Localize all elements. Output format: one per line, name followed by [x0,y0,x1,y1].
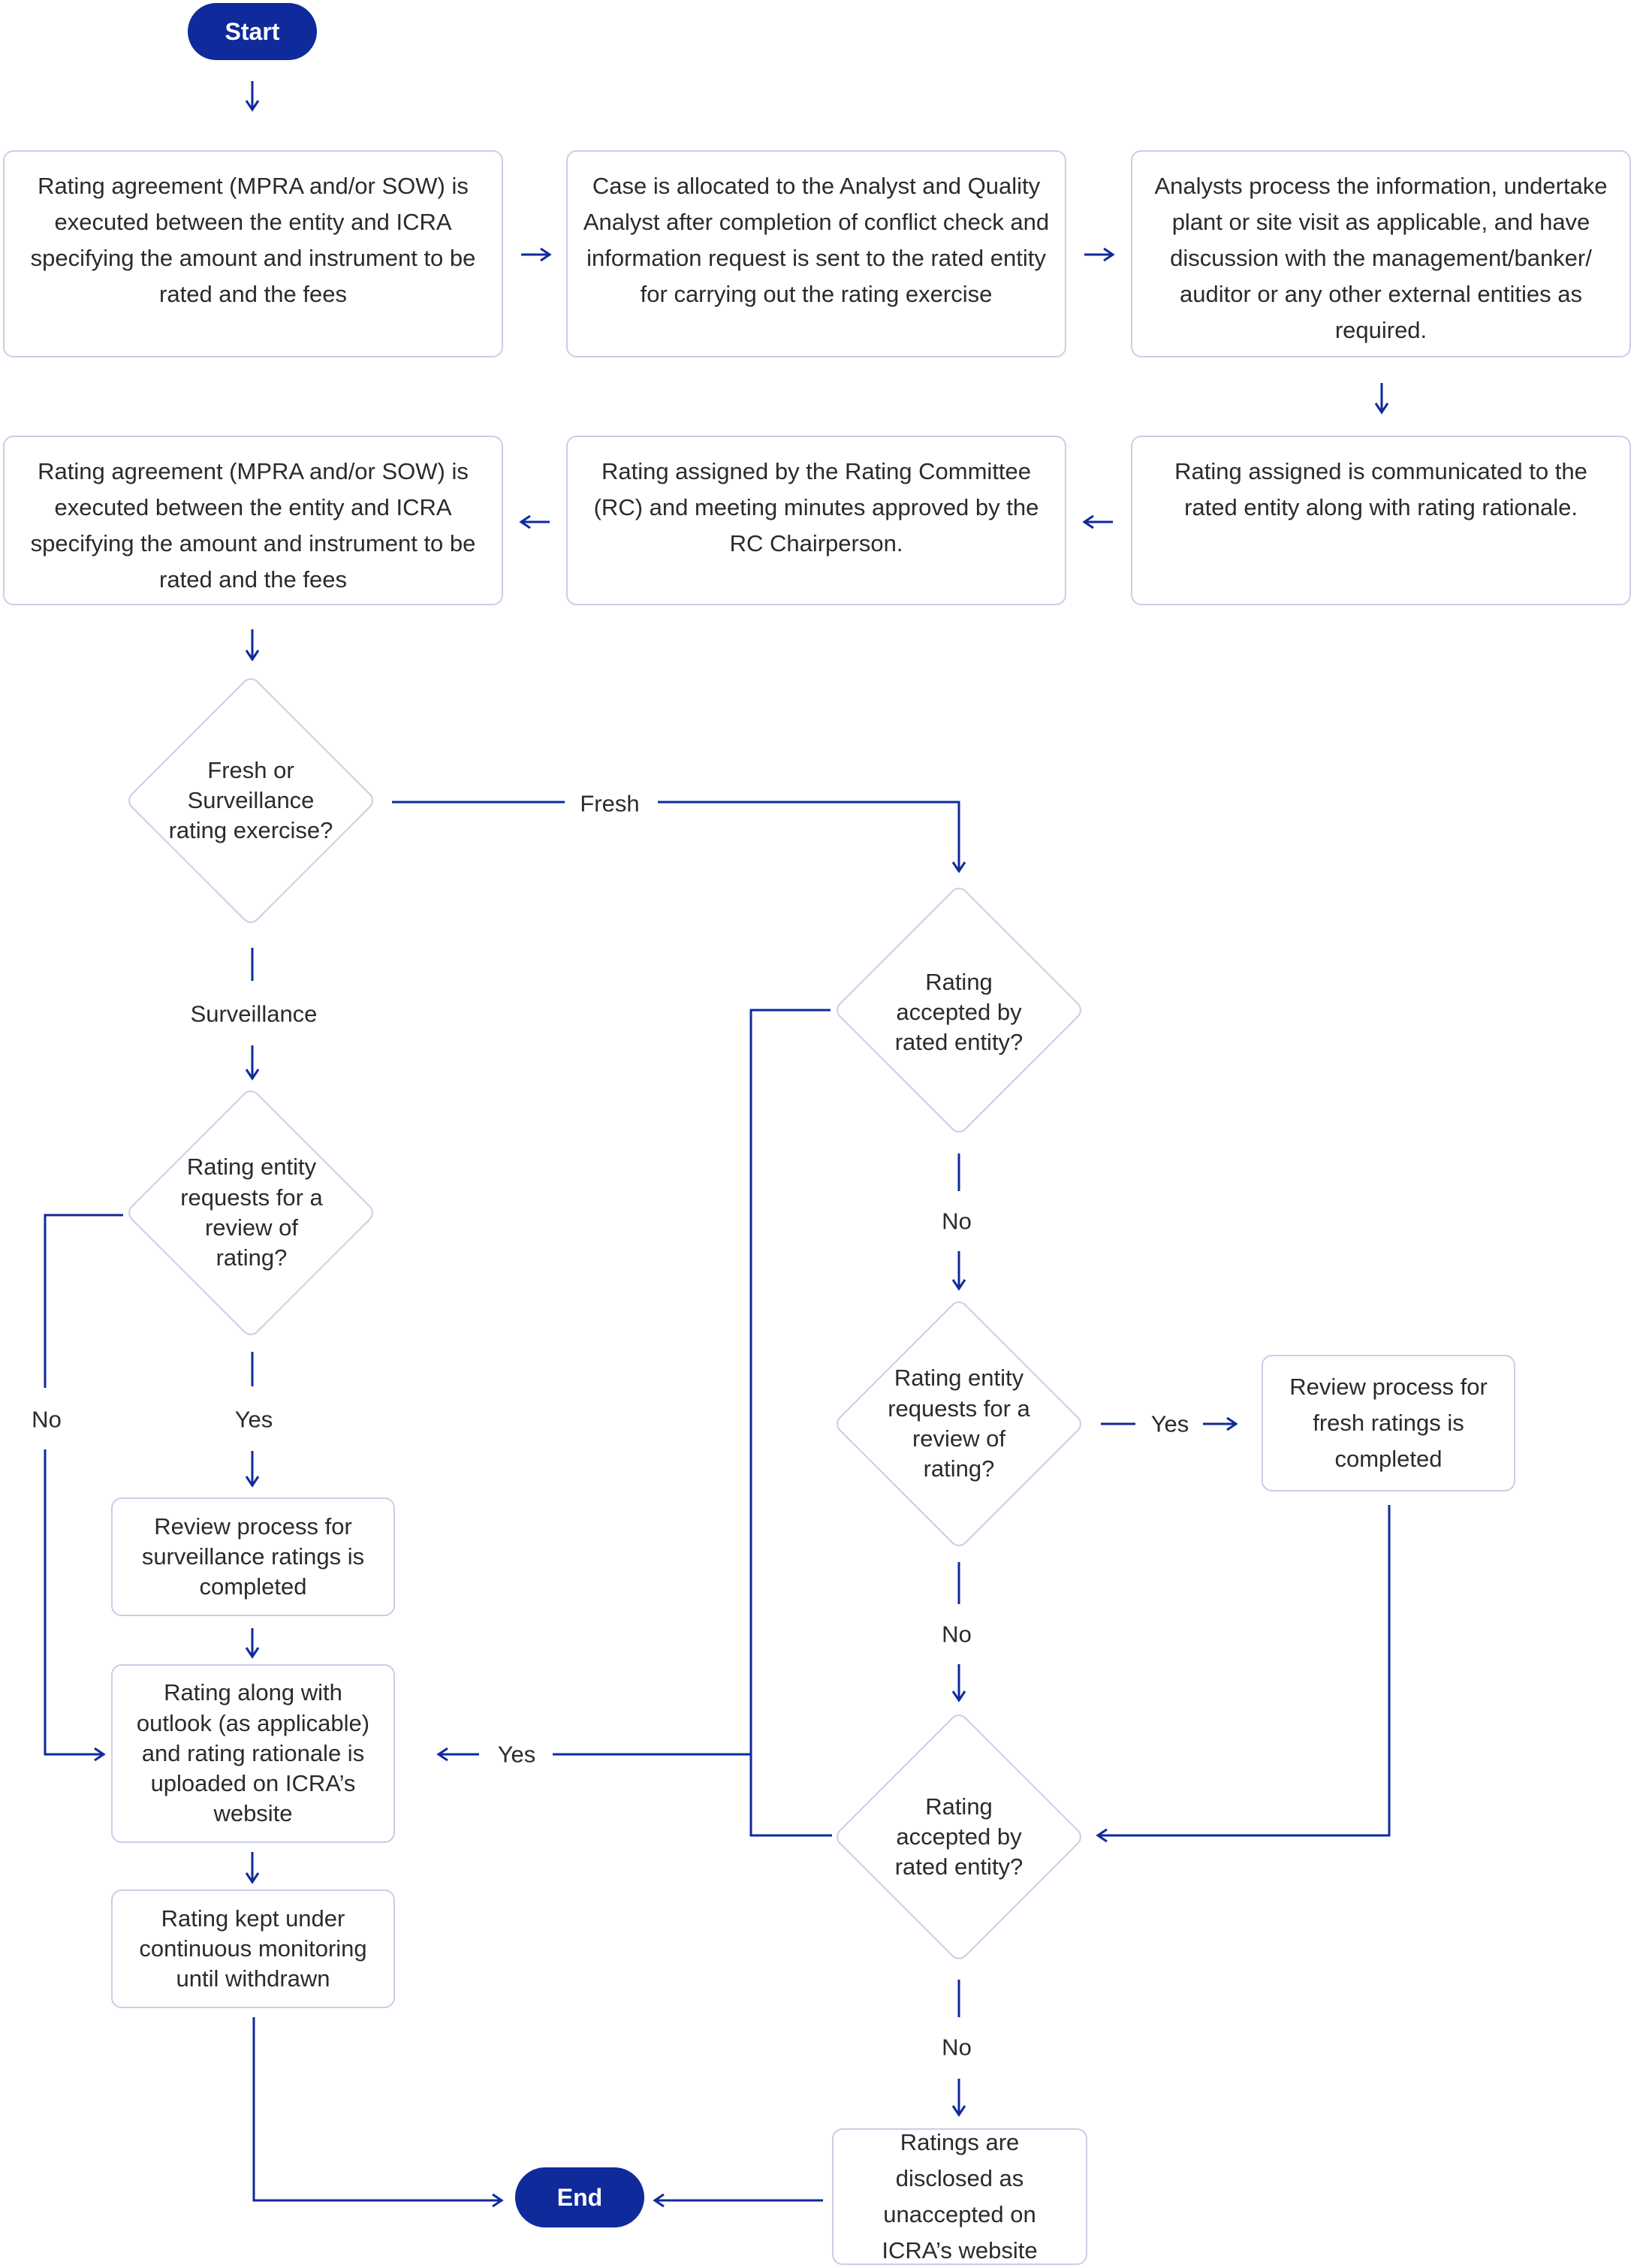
edge-label-yes-left: Yes [234,1406,273,1433]
start-label: Start [225,17,280,45]
step-agreement-2-text: Rating agreement (MPRA and/or SOW) is ex… [30,458,476,593]
start-terminal: Start [188,3,317,60]
step-communicated: Rating assigned is communicated to the r… [1131,436,1631,605]
edge-label-fresh: Fresh [580,790,640,817]
edge-label-no-1: No [942,1208,972,1235]
decision-accepted-2-text: Rating accepted by rated entity? [894,1793,1024,1880]
step-allocation: Case is allocated to the Analyst and Qua… [566,150,1066,357]
edge-label-yes-upload: Yes [497,1741,536,1768]
arrow-review-fresh-to-accepted2 [1096,1505,1391,1843]
step-committee-text: Rating assigned by the Rating Committee … [593,458,1039,557]
decision-review-request-left: Rating entity requests for a review of r… [168,1149,335,1277]
edge-label-yes-right: Yes [1150,1410,1189,1437]
decision-review-request-right: Rating entity requests for a review of r… [876,1358,1042,1490]
step-uploaded-text: Rating along with outlook (as applicable… [136,1679,370,1827]
end-terminal: End [515,2167,644,2227]
line-accepted1-to-bus [749,1009,832,1837]
step-review-fresh-text: Review process for fresh ratings is comp… [1289,1373,1488,1473]
arrow-monitoring-to-end [252,2017,504,2208]
step-committee: Rating assigned by the Rating Committee … [566,436,1066,605]
arrow-fresh-to-accepted1 [658,801,966,873]
step-agreement-1-text: Rating agreement (MPRA and/or SOW) is ex… [30,173,476,308]
step-uploaded: Rating along with outlook (as applicable… [111,1664,395,1843]
step-analysis: Analysts process the information, undert… [1131,150,1631,357]
edge-label-no-3: No [942,2034,972,2061]
decision-fresh-or-surveillance: Fresh or Surveillance rating exercise? [161,740,341,861]
step-agreement-1: Rating agreement (MPRA and/or SOW) is ex… [3,150,503,357]
edge-label-no-left: No [32,1406,62,1433]
decision-review-request-right-shape [837,1301,1081,1546]
decision-review-request-left-shape [128,1090,373,1335]
step-agreement-2: Rating agreement (MPRA and/or SOW) is ex… [3,436,503,605]
decision-review-request-left-text: Rating entity requests for a review of r… [180,1154,323,1271]
step-review-fresh: Review process for fresh ratings is comp… [1262,1355,1515,1491]
edge-label-surveillance: Surveillance [190,1000,318,1027]
end-label: End [556,2183,603,2211]
arrow-no-left-to-uploaded [44,1449,106,1762]
decision-fresh-or-surveillance-shape [128,678,373,923]
decision-review-request-right-text: Rating entity requests for a review of r… [888,1365,1030,1482]
step-monitoring-text: Rating kept under continuous monitoring … [139,1905,367,1992]
decision-fresh-or-surveillance-text: Fresh or Surveillance rating exercise? [168,756,333,844]
step-analysis-text: Analysts process the information, undert… [1154,173,1608,344]
step-monitoring: Rating kept under continuous monitoring … [111,1889,395,2008]
step-disclosed-text: Ratings are disclosed as unaccepted on I… [882,2128,1038,2264]
decision-accepted-1: Rating accepted by rated entity? [880,952,1038,1072]
decision-accepted2-shape [837,1715,1081,1959]
line-no-left-upper [44,1214,123,1388]
step-review-surveillance-text: Review process for surveillance ratings … [141,1513,365,1600]
step-allocation-text: Case is allocated to the Analyst and Qua… [583,173,1050,308]
decision-accepted1-shape [837,888,1081,1132]
decision-accepted-2: Rating accepted by rated entity? [879,1777,1039,1897]
step-communicated-text: Rating assigned is communicated to the r… [1174,458,1587,521]
step-review-surveillance: Review process for surveillance ratings … [111,1497,395,1616]
edge-label-no-2: No [942,1621,972,1648]
step-disclosed: Ratings are disclosed as unaccepted on I… [832,2128,1087,2265]
decision-accepted-1-text: Rating accepted by rated entity? [894,968,1024,1056]
